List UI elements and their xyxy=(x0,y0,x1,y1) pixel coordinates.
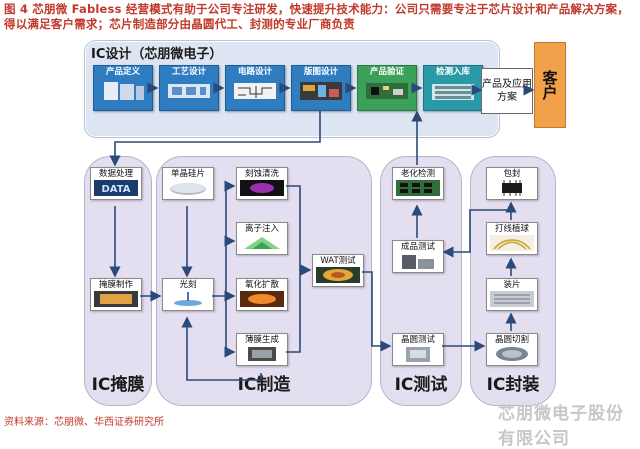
ion-implant-icon xyxy=(244,237,280,249)
chip-package-icon xyxy=(502,180,522,196)
aging-board-icon xyxy=(396,180,440,196)
step-aging-test: 老化检测 xyxy=(392,167,444,200)
step-wafer-test: 晶圆测试 xyxy=(392,333,444,366)
dicing-icon xyxy=(496,347,528,361)
thin-film-icon xyxy=(248,347,276,361)
step-silicon-wafer: 单晶硅片 xyxy=(162,167,214,200)
step-wafer-dicing: 晶圆切割 xyxy=(486,333,538,366)
step-label: WAT测试 xyxy=(320,256,356,266)
step-inspection-storage: 检测入库 xyxy=(423,65,483,111)
step-label: 氧化扩散 xyxy=(244,280,279,290)
step-label: 包封 xyxy=(503,169,521,179)
circuit-icon xyxy=(234,83,276,99)
step-lithography: 光刻 xyxy=(162,278,214,311)
lithography-icon xyxy=(174,292,202,306)
product-application-box: 产品及应用方案 xyxy=(481,68,533,114)
step-thin-film: 薄膜生成 xyxy=(236,333,288,366)
step-circuit-design: 电路设计 xyxy=(225,65,285,111)
step-label: 晶圆切割 xyxy=(494,335,529,345)
step-label: 晶圆测试 xyxy=(400,335,435,345)
step-mask-making: 掩膜制作 xyxy=(90,278,142,311)
step-label: 数据处理 xyxy=(98,169,133,179)
step-encapsulation: 包封 xyxy=(486,167,538,200)
layout-icon xyxy=(300,82,342,100)
wire-bond-icon xyxy=(490,235,534,251)
step-wire-bonding: 打线植球 xyxy=(486,222,538,255)
mask-icon xyxy=(94,291,138,307)
step-oxidation-diffusion: 氧化扩散 xyxy=(236,278,288,311)
step-label: 电路设计 xyxy=(237,67,272,77)
wafer-icon xyxy=(170,183,206,195)
step-label: 老化检测 xyxy=(400,169,435,179)
step-data-processing: 数据处理 DATA xyxy=(90,167,142,200)
prober-icon xyxy=(406,347,430,362)
step-label: 掩膜制作 xyxy=(98,280,133,290)
wat-test-icon xyxy=(316,267,360,283)
figure-caption: 图 4 芯朋微 Fabless 经营模式有助于公司专注研发，快速提升技术能力：公… xyxy=(4,2,629,31)
warehouse-icon xyxy=(432,84,474,100)
test-board-icon xyxy=(366,83,408,99)
process-icon xyxy=(168,84,210,98)
step-label: 光刻 xyxy=(179,280,197,290)
step-product-definition: 产品定义 xyxy=(93,65,153,111)
watermark: 芯朋微电子股份有限公司 xyxy=(498,404,624,449)
diffusion-icon xyxy=(240,291,284,307)
step-label: 打线植球 xyxy=(494,224,529,234)
step-label: 刻蚀清洗 xyxy=(244,169,279,179)
etch-icon xyxy=(240,180,284,196)
step-label: 单晶硅片 xyxy=(170,169,205,179)
step-product-verification: 产品验证 xyxy=(357,65,417,111)
ic-package-title: IC封装 xyxy=(486,375,540,395)
data-icon: DATA xyxy=(94,180,138,196)
ic-design-title: IC设计（芯朋微电子） xyxy=(91,47,223,62)
step-label: 产品定义 xyxy=(105,67,140,77)
die-attach-icon xyxy=(490,291,534,307)
step-label: 成品测试 xyxy=(400,242,435,252)
step-ion-implant: 离子注入 xyxy=(236,222,288,255)
tester-machine-icon xyxy=(402,255,434,269)
figure-source: 资料来源：芯朋微、华西证券研究所 xyxy=(4,417,164,428)
step-process-design: 工艺设计 xyxy=(159,65,219,111)
document-icon xyxy=(104,82,144,100)
step-label: 检测入库 xyxy=(435,67,470,77)
ic-test-title: IC测试 xyxy=(394,375,448,395)
step-etch-clean: 刻蚀清洗 xyxy=(236,167,288,200)
step-label: 版图设计 xyxy=(303,67,338,77)
step-label: 薄膜生成 xyxy=(244,335,279,345)
step-label: 离子注入 xyxy=(244,224,279,234)
step-die-attach: 装片 xyxy=(486,278,538,311)
flow-arrows xyxy=(109,82,535,381)
svg-text:DATA: DATA xyxy=(101,184,130,195)
step-label: 产品验证 xyxy=(369,67,404,77)
ic-design-panel: IC设计（芯朋微电子） 产品定义 工艺设计 电路设计 版图设计 产品验证 检测入… xyxy=(84,40,500,138)
ic-mask-title: IC掩膜 xyxy=(91,375,145,395)
step-label: 工艺设计 xyxy=(171,67,206,77)
step-label: 装片 xyxy=(503,280,521,290)
step-wat-test: WAT测试 xyxy=(312,254,364,287)
